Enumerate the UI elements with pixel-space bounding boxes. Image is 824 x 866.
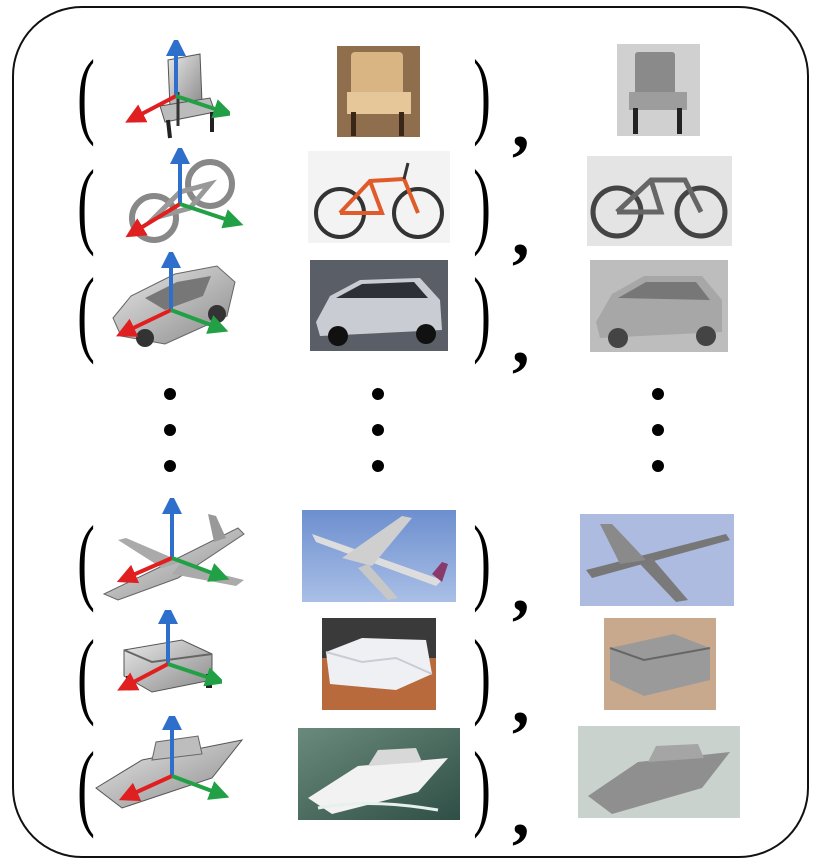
sofa-render	[604, 618, 716, 710]
open-paren: (	[77, 258, 95, 365]
comma: ,	[512, 194, 530, 271]
car-3d-model	[112, 252, 236, 347]
bicycle-3d-model	[125, 148, 244, 243]
close-paren: )	[473, 150, 491, 257]
chair-3d-model	[125, 40, 230, 139]
open-paren: (	[77, 620, 95, 727]
chair-render	[617, 44, 700, 136]
rounded-frame	[12, 6, 809, 858]
comma: ,	[512, 302, 530, 379]
comma: ,	[512, 86, 530, 163]
open-paren: (	[77, 506, 95, 613]
airplane-3d-model	[102, 498, 245, 601]
ellipsis-column-1	[160, 388, 180, 496]
open-paren: (	[77, 732, 95, 839]
close-paren: )	[473, 620, 491, 727]
close-paren: )	[473, 258, 491, 365]
boat-photo	[298, 728, 460, 820]
close-paren: )	[473, 732, 491, 839]
comma: ,	[512, 662, 530, 739]
car-photo	[310, 260, 448, 351]
open-paren: (	[77, 40, 95, 147]
bicycle-photo	[308, 151, 450, 243]
comma: ,	[512, 774, 530, 851]
ellipsis-column-3	[648, 388, 668, 496]
open-paren: (	[77, 150, 95, 257]
airplane-photo	[302, 510, 456, 602]
bicycle-render	[587, 156, 732, 246]
chair-photo	[337, 46, 420, 137]
car-render	[590, 260, 728, 352]
sofa-3d-model	[117, 610, 222, 693]
ellipsis-column-2	[368, 388, 388, 496]
airplane-render	[580, 514, 734, 606]
sofa-photo	[322, 618, 436, 710]
boat-render	[578, 726, 740, 818]
boat-3d-model	[95, 716, 244, 809]
close-paren: )	[473, 506, 491, 613]
close-paren: )	[473, 40, 491, 147]
comma: ,	[512, 550, 530, 627]
